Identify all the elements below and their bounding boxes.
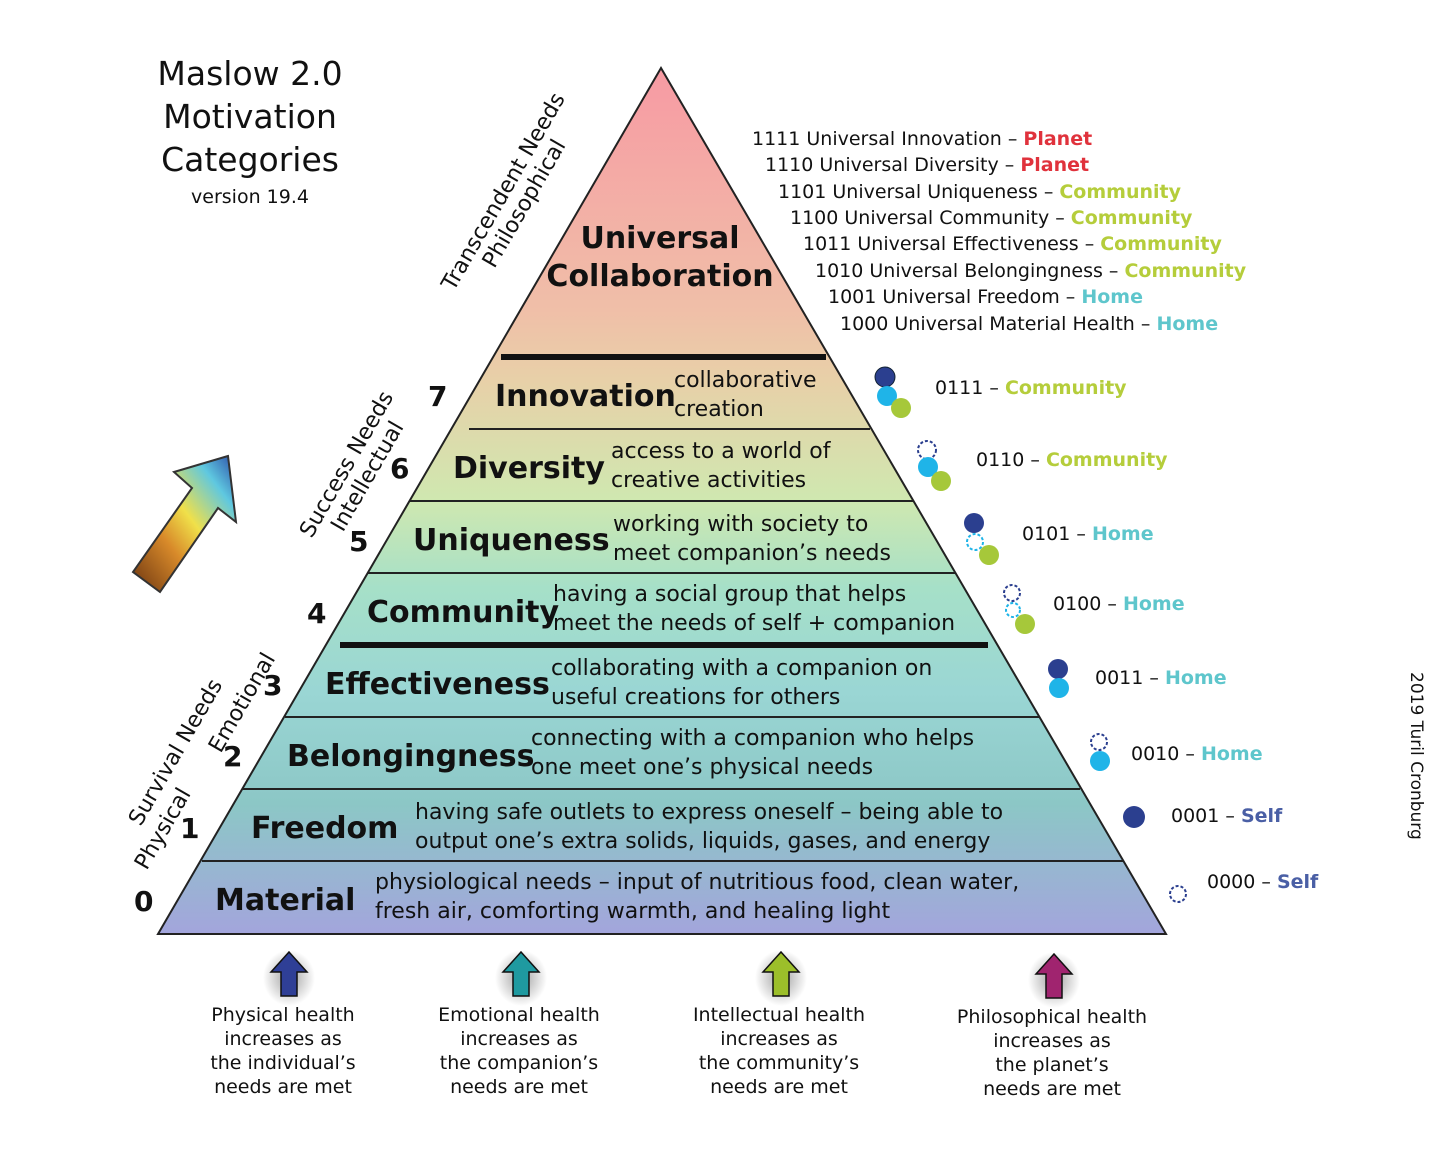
tier-code: 0001 – Self — [1171, 805, 1283, 827]
tier-description: having safe outlets to express oneself –… — [415, 800, 1004, 854]
tier-code: 0111 – Community — [935, 377, 1127, 399]
tier-name: Effectiveness — [325, 667, 550, 702]
title-line-3: Categories — [161, 140, 339, 179]
tier-number: 0 — [134, 885, 154, 918]
tier-code: 0011 – Home — [1095, 667, 1227, 689]
bottom-arrows — [263, 950, 1080, 1008]
tier-code: 0010 – Home — [1131, 743, 1263, 765]
philosophical-arrow-icon — [1034, 952, 1074, 999]
tier-number: 5 — [349, 525, 369, 558]
tier-number: 4 — [307, 597, 327, 630]
tier-number: 1 — [180, 812, 200, 845]
tier-name: Community — [367, 595, 560, 630]
rainbow-arrow-icon — [131, 454, 238, 594]
copyright-label: 2019 Turil Cronburg — [1406, 672, 1426, 840]
universal-code-item: 1000 Universal Material Health – Home — [840, 313, 1219, 335]
top-tier-line-2: Collaboration — [546, 259, 774, 294]
tier-name: Freedom — [251, 811, 399, 846]
tier-number: 7 — [428, 380, 448, 413]
tier-number: 6 — [390, 452, 410, 485]
sun-icons — [874, 366, 1187, 903]
universal-code-item: 1111 Universal Innovation – Planet — [752, 128, 1093, 150]
universal-code-item: 1110 Universal Diversity – Planet — [765, 154, 1090, 176]
tier-name: Material — [215, 883, 356, 918]
physical-arrow-icon — [269, 950, 309, 997]
tier-name: Innovation — [495, 379, 676, 414]
tier-code: 0110 – Community — [976, 449, 1168, 471]
emotional-arrow-icon — [501, 950, 541, 997]
tier-code: 0000 – Self — [1207, 871, 1319, 893]
tier-description: physiological needs – input of nutritiou… — [375, 870, 1020, 924]
intellectual-arrow-icon — [761, 950, 801, 997]
version-label: version 19.4 — [191, 186, 309, 208]
top-tier-label: Universal Collaboration — [540, 220, 780, 296]
top-tier-line-1: Universal — [580, 221, 740, 256]
universal-code-item: 1101 Universal Uniqueness – Community — [778, 181, 1181, 203]
tier-code: 0101 – Home — [1022, 523, 1154, 545]
tier-number: 3 — [263, 669, 283, 702]
tier-name: Uniqueness — [413, 523, 610, 558]
diagram-title: Maslow 2.0 Motivation Categories — [120, 52, 380, 181]
tier-name: Belongingness — [287, 739, 535, 774]
universal-code-item: 1001 Universal Freedom – Home — [828, 286, 1143, 308]
title-line-1: Maslow 2.0 — [157, 54, 343, 93]
tier-code: 0100 – Home — [1053, 593, 1185, 615]
universal-code-item: 1100 Universal Community – Community — [790, 207, 1193, 229]
universal-code-item: 1010 Universal Belongingness – Community — [815, 260, 1247, 282]
universal-code-item: 1011 Universal Effectiveness – Community — [803, 233, 1222, 255]
title-line-2: Motivation — [163, 97, 337, 136]
tier-number: 2 — [223, 740, 243, 773]
tier-name: Diversity — [453, 451, 605, 486]
